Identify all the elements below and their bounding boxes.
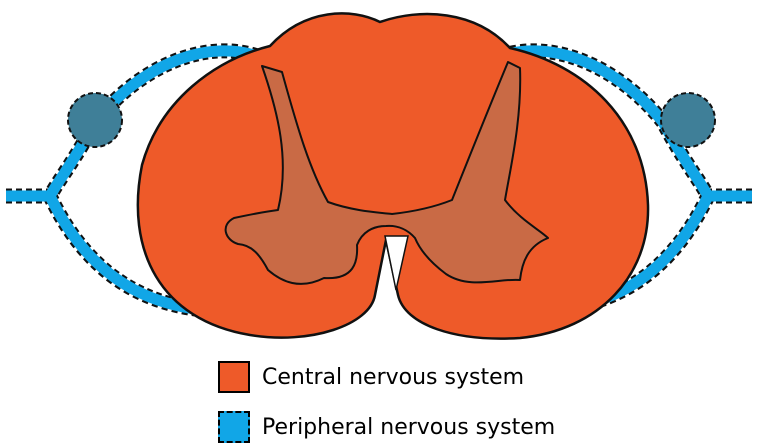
legend-central: Central nervous system [218, 361, 524, 393]
legend-peripheral-label: Peripheral nervous system [262, 415, 555, 440]
legend-central-label: Central nervous system [262, 365, 524, 390]
ganglion-right [661, 93, 715, 147]
ganglion-left [68, 93, 122, 147]
legend-peripheral: Peripheral nervous system [218, 411, 555, 443]
legend-peripheral-swatch [218, 411, 250, 443]
legend-central-swatch [218, 361, 250, 393]
